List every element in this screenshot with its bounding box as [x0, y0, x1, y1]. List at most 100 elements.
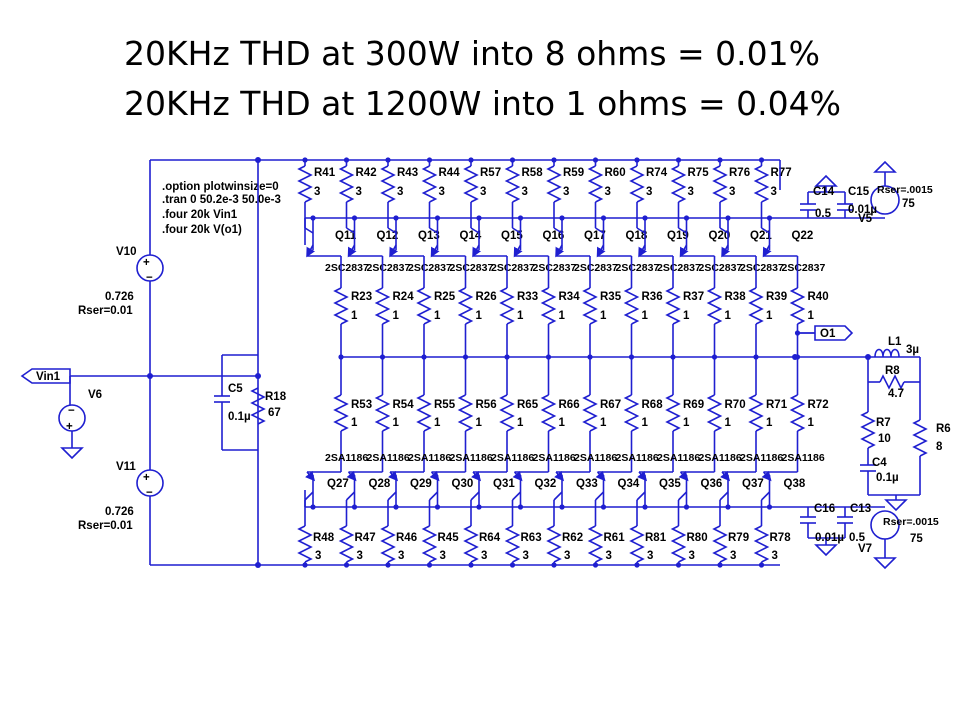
value-upper-emitter-resistor: 1	[725, 310, 732, 322]
value-top-resistor: 3	[771, 186, 777, 198]
pnp-emitter	[554, 470, 565, 482]
label-pnp: Q35	[659, 478, 681, 490]
resistor-top	[504, 165, 521, 203]
junction	[468, 157, 474, 163]
value-lower-emitter-resistor: 1	[766, 417, 773, 429]
title-line-2: 20KHz THD at 1200W into 1 ohms = 0.04%	[124, 84, 841, 123]
label-pnp: Q31	[493, 478, 515, 490]
label-npn: Q17	[584, 230, 606, 242]
label-upper-emitter-resistor: R26	[476, 291, 497, 303]
npn-collector	[512, 227, 521, 234]
label-bottom-resistor: R47	[355, 532, 376, 544]
pnp-emitter	[595, 470, 606, 482]
resistor-top	[338, 165, 355, 203]
resistor-upper-emitter	[748, 287, 764, 325]
label-lower-emitter-resistor: R65	[517, 399, 539, 411]
value-lower-emitter-resistor: 1	[683, 417, 690, 429]
resistor-lower-emitter	[665, 394, 681, 432]
junction	[634, 157, 640, 163]
junction	[385, 562, 391, 568]
v10-name: V10	[116, 246, 136, 258]
v10-rser: Rser=0.01	[78, 305, 133, 317]
resistor-top	[297, 165, 313, 203]
svg-text:−: −	[146, 487, 153, 499]
label-npn-model: 2SC2837	[699, 262, 743, 274]
value-bottom-resistor: 3	[689, 550, 695, 562]
label-pnp-model: 2SA1186	[782, 452, 825, 464]
junction	[592, 157, 599, 163]
value-top-resistor: 3	[688, 186, 694, 198]
label-npn-model: 2SC2837	[367, 262, 411, 274]
resistor-lower-emitter	[748, 394, 764, 432]
junction	[717, 562, 723, 568]
resistor-upper-emitter	[789, 287, 806, 325]
pnp-emitter	[305, 470, 316, 482]
c13-value: 0.5	[849, 532, 866, 544]
npn-emitter	[596, 244, 606, 258]
label-bottom-resistor: R61	[604, 532, 626, 544]
label-bottom-resistor: R48	[313, 532, 335, 544]
v11-rser: Rser=0.01	[78, 520, 133, 532]
pnp-collector	[470, 491, 480, 501]
c13-name: C13	[850, 503, 871, 515]
junction	[675, 157, 682, 163]
v11-value: 0.726	[105, 506, 134, 518]
label-npn: Q15	[501, 230, 523, 242]
label-pnp-model: 2SA1186	[533, 452, 576, 464]
label-pnp-model: 2SA1186	[367, 452, 410, 464]
output-network	[340, 325, 928, 512]
c14-value: 0.5	[815, 208, 832, 220]
resistor-upper-emitter	[416, 287, 432, 325]
c14-name: C14	[813, 186, 835, 198]
value-upper-emitter-resistor: 1	[476, 310, 483, 322]
c5-name: C5	[228, 383, 243, 395]
junction	[302, 157, 308, 163]
value-top-resistor: 3	[563, 186, 569, 198]
label-bottom-resistor: R46	[396, 532, 417, 544]
label-pnp: Q36	[701, 478, 723, 490]
value-upper-emitter-resistor: 1	[600, 310, 607, 322]
pnp-emitter	[346, 470, 357, 482]
junction	[551, 157, 557, 163]
npn-emitter	[555, 244, 565, 258]
resistor-upper-emitter	[623, 287, 640, 325]
label-npn: Q16	[543, 230, 565, 242]
label-bottom-resistor: R63	[521, 532, 542, 544]
pnp-emitter	[720, 470, 731, 482]
value-upper-emitter-resistor: 1	[642, 310, 649, 322]
resistor-upper-emitter	[665, 287, 681, 325]
npn-emitter	[638, 244, 648, 258]
vin-label: Vin1	[36, 371, 61, 383]
label-npn: Q18	[626, 230, 648, 242]
npn-collector	[553, 227, 563, 234]
resistor-bottom	[504, 525, 521, 563]
label-bottom-resistor: R62	[562, 532, 583, 544]
resistor-lower-emitter	[582, 394, 598, 432]
junction	[509, 562, 516, 568]
junction	[717, 157, 723, 163]
npn-collector	[346, 227, 355, 234]
pnp-emitter	[761, 470, 772, 482]
directive-0: .option plotwinsize=0	[162, 181, 279, 193]
resistor-upper-emitter	[706, 287, 723, 325]
npn-collector	[304, 227, 314, 234]
npn-emitter	[430, 244, 440, 258]
label-npn: Q21	[750, 230, 772, 242]
pnp-collector	[719, 491, 729, 501]
npn-emitter	[347, 244, 357, 258]
label-npn: Q22	[792, 230, 814, 242]
value-lower-emitter-resistor: 1	[642, 417, 649, 429]
pnp-emitter	[429, 470, 440, 482]
label-pnp: Q29	[410, 478, 432, 490]
directive-2: .four 20k Vin1	[162, 209, 238, 221]
pnp-collector	[304, 491, 314, 501]
c4-value: 0.1µ	[876, 472, 899, 484]
junction	[385, 157, 391, 163]
c4-name: C4	[872, 457, 887, 469]
value-upper-emitter-resistor: 1	[808, 310, 815, 322]
svg-text:+: +	[143, 472, 150, 484]
c15-name: C15	[848, 186, 870, 198]
c16-name: C16	[814, 503, 835, 515]
c16-value: 0.01µ	[815, 532, 844, 544]
resistor-bottom	[712, 525, 728, 563]
